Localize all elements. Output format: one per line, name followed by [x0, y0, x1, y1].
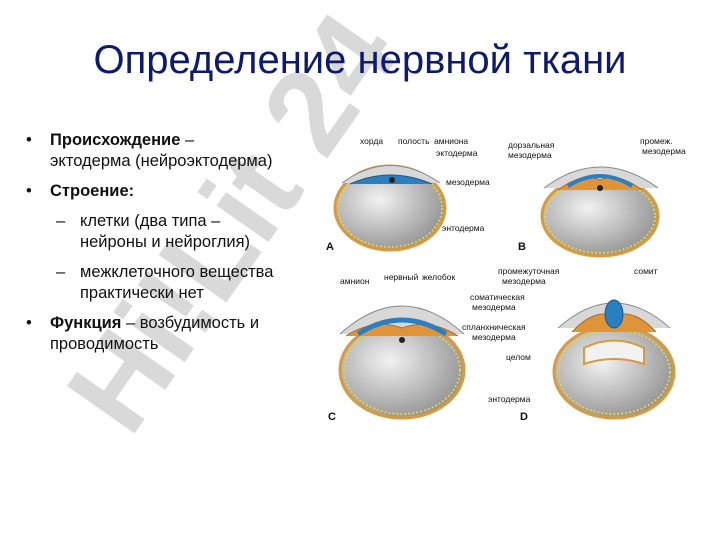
label-amnion-a: амниона	[434, 136, 468, 146]
bullet-origin: Происхождение – эктодерма (нейроэктодерм…	[22, 130, 332, 172]
bullet-function-term: Функция	[50, 314, 122, 332]
subbullet-cells-line1: клетки (два типа –	[80, 212, 221, 230]
subbullet-matrix-line2: практически нет	[80, 284, 204, 302]
bullet-function: Функция – возбудимость и проводимость	[22, 313, 332, 355]
panel-label-b: B	[518, 241, 526, 253]
bullet-origin-term: Происхождение	[50, 131, 181, 149]
label-cavity: полость	[398, 136, 430, 146]
label-groove: желобок	[422, 272, 456, 282]
label-somite: сомит	[634, 266, 658, 276]
label-amnion-c: амнион	[340, 276, 370, 286]
label-somatic-1: соматическая	[470, 292, 525, 302]
label-intermediate-d2: мезодерма	[502, 276, 546, 286]
bullet-function-text: – возбудимость и	[121, 314, 260, 332]
label-endoderm-d: энтодерма	[488, 394, 531, 404]
label-ectoderm: эктодерма	[436, 148, 478, 158]
label-splanchnic-1: спланхническая	[462, 322, 526, 332]
bullet-structure: Строение:	[22, 181, 332, 202]
subbullet-matrix-line1: межклеточного вещества	[80, 263, 274, 281]
label-neural: нервный	[384, 272, 418, 282]
label-endoderm-a: энтодерма	[442, 223, 485, 233]
label-dorsal-2: мезодерма	[508, 150, 552, 160]
panel-c: амнион нервный желобок соматическая мезо…	[328, 272, 526, 423]
subbullet-cells: клетки (два типа – нейроны и нейроглия)	[22, 211, 332, 253]
label-coelom: целом	[506, 352, 531, 362]
panel-a: хорда полость амниона эктодерма мезодерм…	[326, 136, 490, 253]
panel-label-c: C	[328, 411, 336, 423]
panel-label-d: D	[520, 411, 528, 423]
label-chorda: хорда	[360, 136, 383, 146]
bullet-structure-term: Строение:	[50, 182, 135, 200]
panel-b: дорзальная мезодерма промеж. мезодерма B	[508, 136, 686, 258]
label-intermediate-b1: промеж.	[640, 136, 673, 146]
label-somatic-2: мезодерма	[472, 302, 516, 312]
label-mesoderm-a: мезодерма	[446, 177, 490, 187]
label-splanchnic-2: мезодерма	[472, 332, 516, 342]
bullet-origin-dash: –	[180, 131, 195, 149]
label-dorsal-1: дорзальная	[508, 140, 555, 150]
bullet-function-text2: проводимость	[50, 335, 159, 353]
label-intermediate-b2: мезодерма	[642, 146, 686, 156]
bullet-origin-text: эктодерма (нейроэктодерма)	[50, 152, 273, 170]
slide-title: Определение нервной ткани	[93, 38, 627, 82]
embryo-figure: хорда полость амниона эктодерма мезодерм…	[326, 136, 686, 423]
panel-d: промежуточная мезодерма сомит целом энто…	[488, 266, 676, 423]
label-intermediate-d1: промежуточная	[498, 266, 560, 276]
bullet-list: Происхождение – эктодерма (нейроэктодерм…	[22, 130, 332, 364]
panel-label-a: A	[326, 241, 334, 253]
subbullet-cells-line2: нейроны и нейроглия)	[80, 233, 251, 251]
subbullet-matrix: межклеточного вещества практически нет	[22, 262, 332, 304]
